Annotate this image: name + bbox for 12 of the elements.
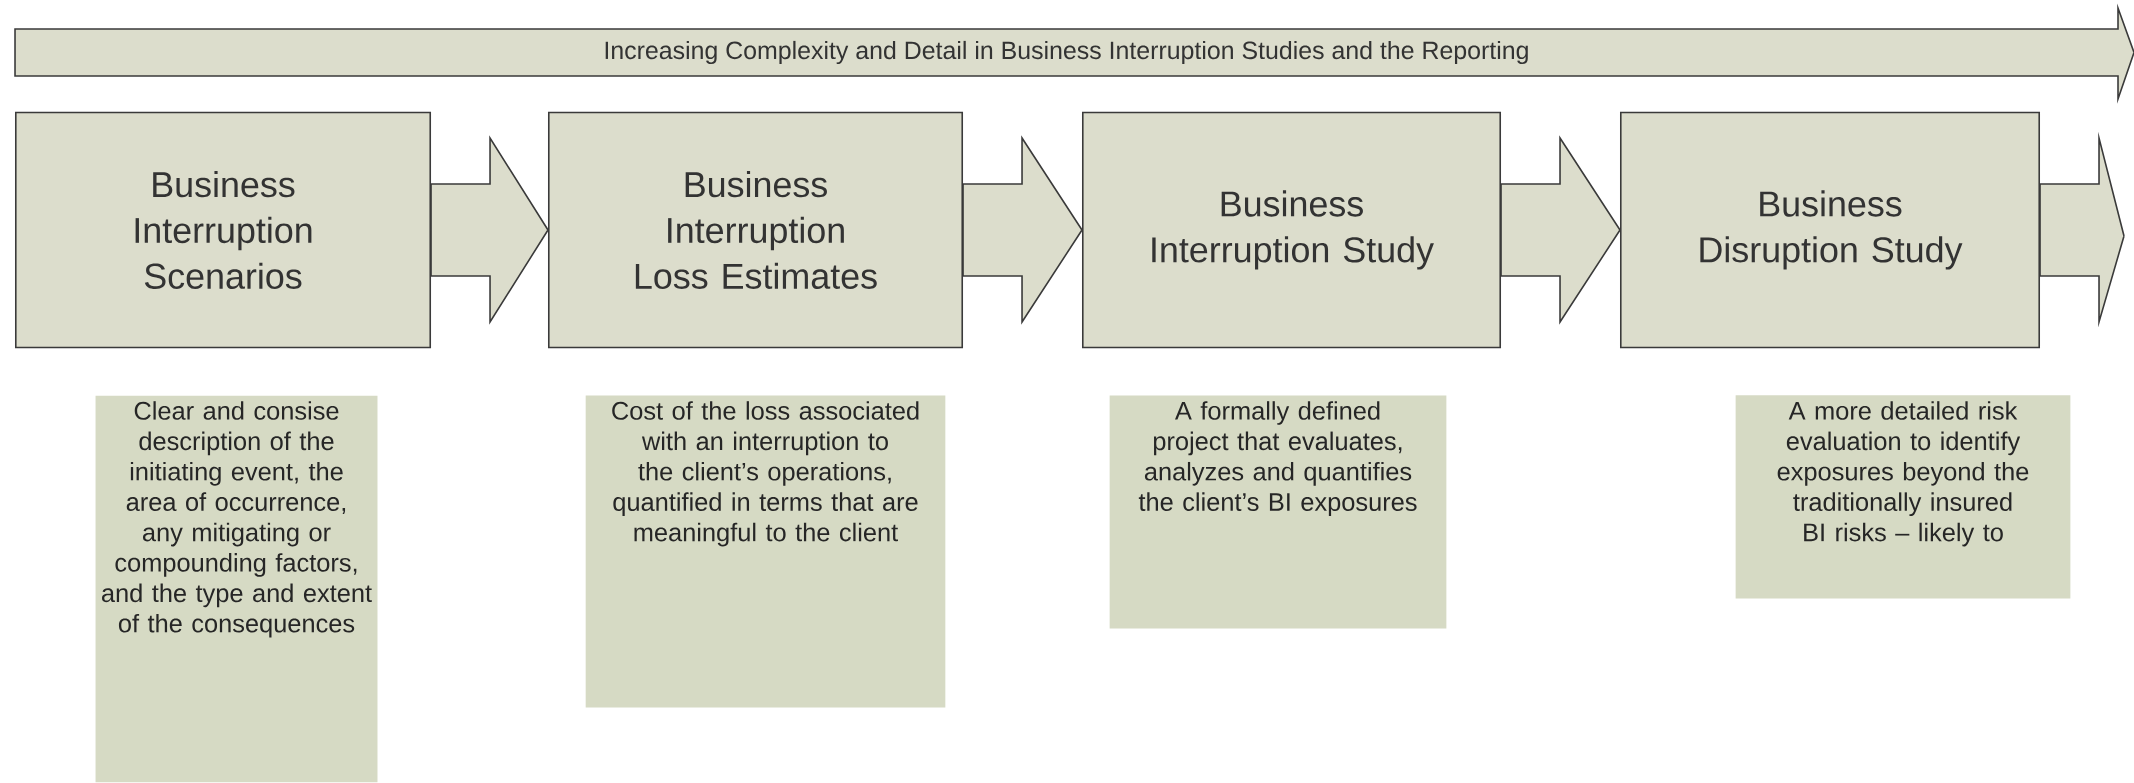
- description-box: Clear and consise description of the initiating event, the area of occurrence, any mitigating or compounding factors, and the type and extent of the consequences: [95, 395, 378, 783]
- description-box: A formally defined project that evaluates, analyzes and quantifies the client’s BI exposures: [1109, 395, 1447, 629]
- stage-box: Business Interruption Loss Estimates: [548, 111, 964, 349]
- block-arrow: [962, 135, 1083, 325]
- block-arrow: [430, 135, 549, 325]
- stage-box: Business Interruption Scenarios: [15, 111, 432, 349]
- block-arrow: [1500, 135, 1621, 325]
- description-box: A more detailed risk evaluation to identify exposures beyond the traditionally insured BI risks – likely to: [1735, 395, 2071, 599]
- block-arrow: [2039, 131, 2125, 328]
- stage-box: Business Disruption Study: [1620, 111, 2040, 349]
- stage-box: Business Interruption Study: [1082, 111, 1502, 349]
- description-box: Cost of the loss associated with an interruption to the client’s operations, quantified in terms that are meaningful to the client: [585, 395, 946, 708]
